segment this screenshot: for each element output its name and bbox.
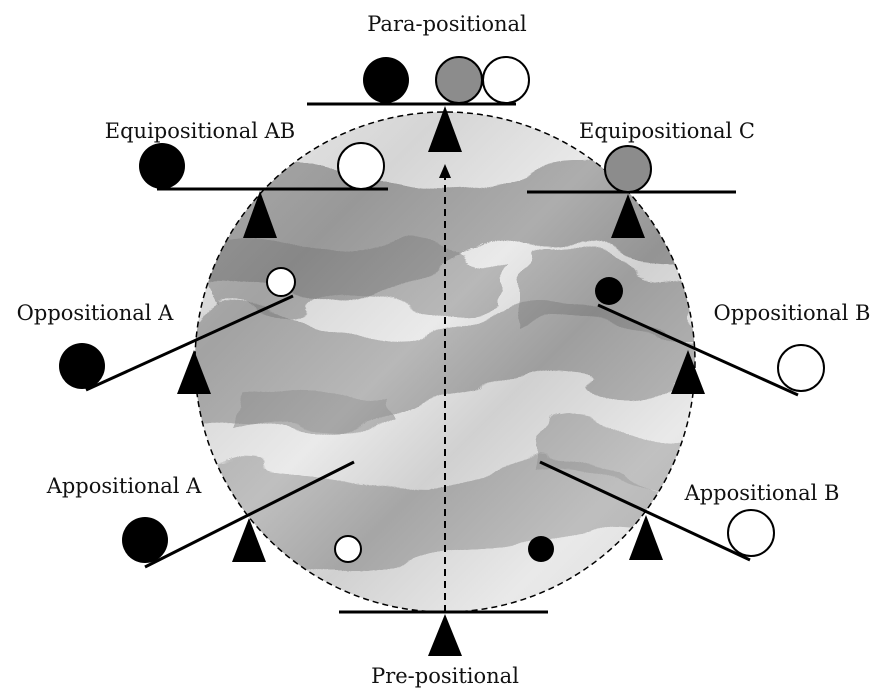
label-equipositional-ab: Equipositional AB (105, 119, 295, 143)
opp-b-black-ball (595, 277, 623, 305)
label-oppositional-a: Oppositional A (17, 301, 174, 325)
equi-c-gray-ball (604, 145, 652, 193)
para-fulcrum (428, 106, 462, 152)
opp-b-fulcrum (671, 350, 705, 394)
para-gray-ball (435, 56, 483, 104)
vertical-dashed-arrow (439, 164, 451, 612)
app-b-white-ball (727, 509, 775, 557)
oppositional-b-group (595, 277, 825, 397)
app-b-lever (539, 460, 751, 562)
equi-ab-black-ball (139, 143, 185, 189)
equi-ab-white-ball (337, 142, 385, 190)
app-a-white-ball (334, 535, 362, 563)
equi-c-fulcrum (611, 194, 645, 238)
para-white-ball (482, 56, 530, 104)
pre-positional-group (339, 610, 548, 656)
appositional-b-group (528, 460, 775, 562)
opp-b-white-ball (777, 344, 825, 392)
pre-fulcrum (428, 614, 462, 656)
marble-circle (195, 112, 695, 612)
opp-a-lever (85, 294, 294, 392)
opp-a-white-ball (266, 267, 296, 297)
app-a-lever (144, 460, 355, 569)
app-a-black-ball (122, 517, 168, 563)
app-a-fulcrum (232, 518, 266, 562)
app-b-fulcrum (629, 515, 663, 560)
label-para-positional: Para-positional (367, 12, 527, 36)
opp-a-black-ball (59, 343, 105, 389)
equipositional-ab-group (139, 142, 388, 238)
app-b-black-ball (528, 536, 554, 562)
label-oppositional-b: Oppositional B (714, 301, 871, 325)
para-positional-group (307, 56, 530, 152)
equipositional-c-group (527, 145, 736, 238)
label-appositional-b: Appositional B (684, 481, 840, 505)
oppositional-a-group (59, 267, 296, 394)
para-black-ball (363, 57, 409, 103)
opp-a-fulcrum (177, 350, 211, 394)
opp-b-lever (597, 303, 799, 397)
label-equipositional-c: Equipositional C (579, 119, 755, 143)
label-appositional-a: Appositional A (46, 474, 202, 498)
label-pre-positional: Pre-positional (371, 664, 519, 688)
equi-ab-fulcrum (243, 191, 277, 238)
appositional-a-group (122, 460, 362, 569)
